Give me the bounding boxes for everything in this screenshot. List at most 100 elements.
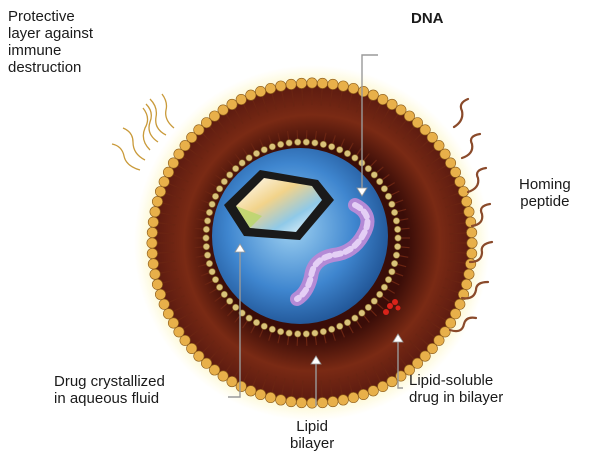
lipid-head [317,78,327,88]
lipid-head [227,298,233,304]
lipid-head [246,90,256,100]
lipid-head [265,392,275,402]
lipid-head [344,319,350,325]
lipid-head [466,227,476,237]
lipid-head [465,259,475,269]
lipid-head [261,147,267,153]
lipid-head [391,260,397,266]
lipid-head [450,167,460,177]
lipid-head [294,139,300,145]
lipid-head [365,165,371,171]
drug-crystal-label: Drug crystallized in aqueous fluid [54,373,165,407]
lipid-head [394,226,400,232]
lipid-head [150,269,160,279]
lipid-head [221,291,227,297]
lipid-head [312,330,318,336]
lipid-head [168,158,178,168]
lipid-head [385,276,391,282]
lipid-head [320,328,326,334]
dna-label: DNA [411,10,444,27]
lipid-head [148,217,158,227]
lipid-head [395,235,401,241]
lipid-head [396,371,406,381]
lipid-head [227,172,233,178]
lipid-head [376,178,382,184]
lipid-head [216,284,222,290]
lipid-head [352,315,358,321]
lipid-head [455,177,465,187]
lipid-head [317,397,327,407]
lipid-head [312,140,318,146]
lipid-head [221,178,227,184]
lipid-head [359,310,365,316]
lipid-bilayer-label: Lipid bilayer [290,418,334,452]
lipid-head [303,331,309,337]
lipid-head [227,99,237,109]
lipid-head [147,248,157,258]
lipid-head [206,260,212,266]
lipid-head [393,252,399,258]
lipid-head [147,227,157,237]
lipid-head [337,323,343,329]
lipid-head [381,284,387,290]
lipid-head [464,207,474,217]
lipid-head [296,78,306,88]
lipid-head [371,298,377,304]
lipid-head [467,238,477,248]
lipid-head [227,376,237,386]
lipid-head [246,315,252,321]
lipid-head [212,276,218,282]
lipid-head [348,392,358,402]
lipid-head [255,86,265,96]
lipid-head [152,279,162,289]
lipid-head [253,319,259,325]
lipid-head [159,299,169,309]
lipid-head [445,158,455,168]
lipid-head [203,226,209,232]
lipid-head [338,395,348,405]
lipid-head [393,218,399,224]
lipid-head [261,323,267,329]
lipid-head [440,149,450,159]
lipid-head [461,196,471,206]
lipid-head [455,299,465,309]
lipid-soluble-drug-label: Lipid-soluble drug in bilayer [409,372,503,406]
lipid-head [168,318,178,328]
lipid-head [209,201,215,207]
lipid-head [376,291,382,297]
lipid-head [286,396,296,406]
lipid-head [371,172,377,178]
lipid-head [466,248,476,258]
lipid-head [276,395,286,405]
homing-peptide-label: Homing peptide [519,176,571,210]
lipid-head [155,186,165,196]
lipid-head [303,139,309,145]
protective-layer-label: Protective layer against immune destruct… [8,8,93,76]
lipid-head [394,243,400,249]
lipid-head [155,289,165,299]
lipid-head [232,304,238,310]
lipid-head [204,252,210,258]
lipid-head [246,386,256,396]
lipid-head [391,209,397,215]
lipid-head [218,105,228,115]
lipid-head [203,235,209,241]
lipid-head [358,86,368,96]
lipid-head [277,141,283,147]
lipid-head [152,196,162,206]
lipid-head [337,147,343,153]
lipid-head [174,327,184,337]
lipid-head [277,328,283,334]
lipid-head [159,177,169,187]
lipid-head [450,309,460,319]
lipid-head [387,376,397,386]
lipid-head [150,207,160,217]
lipid-head [206,209,212,215]
lipid-head [307,78,317,88]
lipid-head [328,79,338,89]
lipid-head [286,140,292,146]
lipid-head [368,90,378,100]
lipid-head [232,165,238,171]
lipid-head [203,243,209,249]
lipid-head [269,143,275,149]
